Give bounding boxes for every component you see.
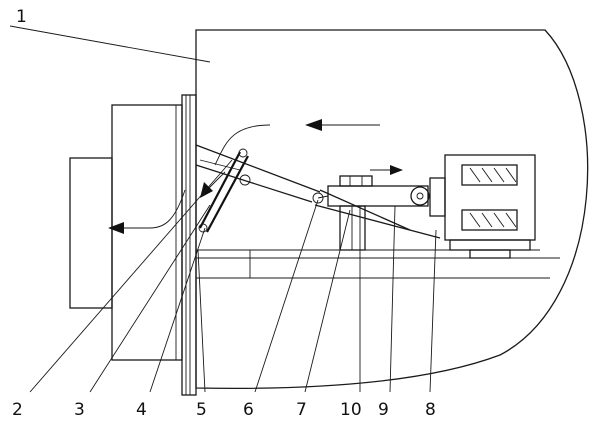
motor-assembly (429, 154, 536, 259)
label-part-1: 1 (16, 7, 27, 27)
label-part-6: 6 (243, 400, 254, 420)
damper-flap (198, 148, 249, 233)
label-part-9: 9 (378, 400, 389, 420)
label-part-7: 7 (296, 400, 307, 420)
label-part-10: 10 (340, 400, 362, 420)
leader-lines (9, 25, 437, 393)
linkage-arms (195, 144, 441, 239)
air-flow-arrows (108, 119, 380, 234)
actuator-cylinder (317, 165, 430, 251)
label-part-5: 5 (196, 400, 207, 420)
label-part-2: 2 (12, 400, 23, 420)
housing-outline (195, 29, 589, 390)
label-part-8: 8 (425, 400, 436, 420)
label-part-3: 3 (74, 400, 85, 420)
outlet-boxes (69, 94, 197, 396)
label-part-4: 4 (136, 400, 147, 420)
